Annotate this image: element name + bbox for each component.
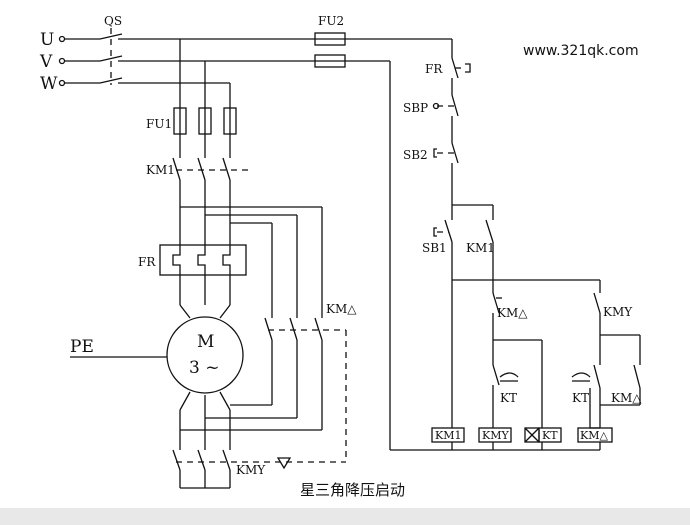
diagram-caption: 星三角降压启动 (300, 481, 405, 499)
kt-right-label: KT (572, 391, 589, 405)
fu2-label: FU2 (318, 14, 344, 28)
fr-thermal-relay (159, 244, 247, 276)
fr-ctrl-label: FR (425, 62, 443, 76)
kt-left-label: KT (500, 391, 517, 405)
qs-label: QS (104, 14, 122, 28)
bottom-strip (0, 508, 690, 525)
main-feeders (172, 39, 250, 245)
motor-leads (179, 275, 231, 450)
km1-ctrl-label: KM1 (466, 241, 495, 255)
supply-lines (65, 28, 452, 450)
coils: KM1 KMY KT KM△ (431, 427, 613, 443)
phase-label-w: W (40, 74, 58, 94)
km-delta-right-label: KM△ (611, 391, 642, 405)
km-delta-main-label: KM△ (326, 302, 357, 316)
fu2-fuses (314, 32, 346, 68)
phase-terminals: U V W (39, 30, 66, 94)
coil-km-delta (577, 427, 613, 443)
coil-km-delta-label: KM△ (580, 429, 608, 442)
control-circuit (390, 39, 641, 451)
sbp-label: SBP (403, 101, 428, 115)
delta-branch-wiring (180, 206, 347, 462)
km-delta-ctrl-label: KM△ (497, 306, 528, 320)
pe-label: PE (70, 337, 94, 357)
kmy-ctrl-label: KMY (603, 305, 633, 319)
coil-kt (538, 427, 562, 443)
km1-main-label: KM1 (146, 163, 175, 177)
coil-kt-label: KT (542, 429, 558, 442)
terminal-u (58, 35, 66, 43)
terminal-w (58, 79, 66, 87)
sb1-label: SB1 (422, 241, 447, 255)
kmy-main-label: KMY (236, 463, 266, 477)
kmy-delta-marker-icon (276, 457, 292, 470)
terminal-v (58, 57, 66, 65)
coil-kmy-label: KMY (482, 429, 509, 442)
motor: M 3 ~ (166, 316, 244, 394)
fr-main-label: FR (138, 255, 156, 269)
motor-m-label: M (197, 332, 214, 352)
fu1-label: FU1 (146, 117, 172, 131)
coil-kmy (478, 427, 512, 443)
motor-phase-label: 3 ~ (189, 358, 219, 378)
coil-km1 (431, 427, 465, 443)
sb2-label: SB2 (403, 148, 428, 162)
phase-label-v: V (39, 52, 53, 72)
website-watermark: www.321qk.com (523, 43, 639, 59)
phase-label-u: U (40, 30, 54, 50)
kmy-star-contacts (172, 449, 346, 489)
motor-circle (166, 316, 244, 394)
sbp-button-icon (432, 102, 440, 110)
coil-km1-label: KM1 (435, 429, 461, 442)
